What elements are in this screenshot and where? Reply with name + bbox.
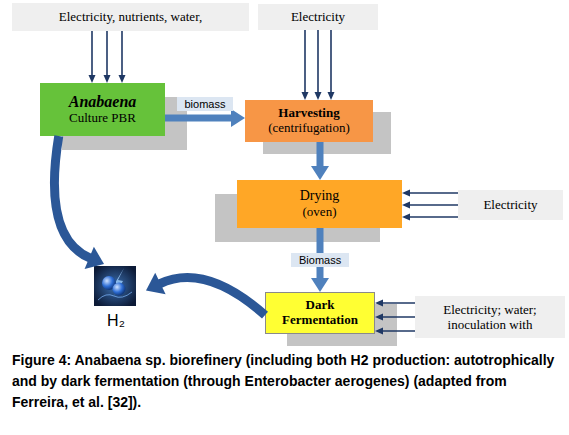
arrow-head (231, 109, 245, 127)
arrow-head (311, 166, 329, 180)
node-text: Anabaena (69, 93, 137, 111)
edge-label: Biomass (291, 253, 349, 267)
input-arrows (375, 300, 415, 335)
input-arrows (89, 31, 126, 83)
arrow-head (375, 314, 383, 321)
arrow-head (402, 202, 410, 209)
arrow-head (302, 92, 309, 100)
arrow-head (146, 273, 166, 295)
hydrogen-icon (94, 266, 136, 306)
arrow-head (402, 190, 410, 197)
arrow-curve (54, 136, 90, 258)
flow-arrow (54, 136, 104, 269)
process-box: Harvesting(centrifugation) (245, 100, 373, 142)
input-box: Electricity (258, 4, 378, 30)
node-text: Electricity (291, 10, 345, 25)
arrow-head (89, 75, 96, 83)
arrow-head (311, 278, 329, 292)
node-text: Electricity; water; inoculation with (420, 302, 560, 332)
arrow-line (330, 30, 332, 93)
arrow-head (315, 92, 322, 100)
arrow-line (121, 31, 123, 76)
edge-label: biomass (177, 97, 234, 111)
process-box: Drying(oven) (237, 180, 402, 228)
arrow-line (317, 142, 324, 167)
node-text: Drying (300, 188, 340, 204)
node-text: Dark Fermentation (271, 298, 369, 328)
input-box: Electricity; water; inoculation with (415, 296, 565, 338)
node-text: (oven) (303, 205, 337, 220)
node-text: Harvesting (278, 106, 339, 121)
input-box: Electricity, nutrients, water, (12, 3, 249, 31)
flow-arrow (165, 109, 245, 127)
arrow-head (375, 300, 383, 307)
arrow-line (409, 204, 458, 206)
arrow-head (375, 328, 383, 335)
flow-arrow (311, 142, 329, 180)
arrow-head (402, 214, 410, 221)
arrow-line (382, 302, 415, 304)
node-text: Electricity, nutrients, water, (59, 10, 202, 25)
arrow-head (119, 75, 126, 83)
arrow-line (382, 316, 415, 318)
arrow-head (328, 92, 335, 100)
process-box: Dark Fermentation (265, 292, 375, 334)
input-arrows (302, 30, 335, 100)
arrow-line (317, 30, 319, 93)
figure-caption: Figure 4: Anabaena sp. biorefinery (incl… (12, 350, 560, 413)
product-node: H₂ (86, 264, 146, 330)
node-text: Culture PBR (69, 111, 136, 126)
arrow-line (91, 31, 93, 76)
arrow-head (85, 247, 104, 269)
arrow-head (104, 75, 111, 83)
flow-arrow (146, 273, 265, 315)
arrow-line (409, 216, 458, 218)
input-box: Electricity (458, 190, 563, 220)
arrow-line (409, 192, 458, 194)
node-text: H₂ (107, 312, 125, 330)
arrow-line (304, 30, 306, 93)
input-arrows (402, 190, 458, 221)
arrow-line (382, 330, 415, 332)
culture-box: AnabaenaCulture PBR (40, 83, 165, 136)
node-text: (centrifugation) (268, 121, 350, 136)
arrow-line (106, 31, 108, 76)
node-text: Electricity (483, 198, 537, 213)
arrow-curve (160, 278, 265, 316)
arrow-line (165, 115, 232, 122)
